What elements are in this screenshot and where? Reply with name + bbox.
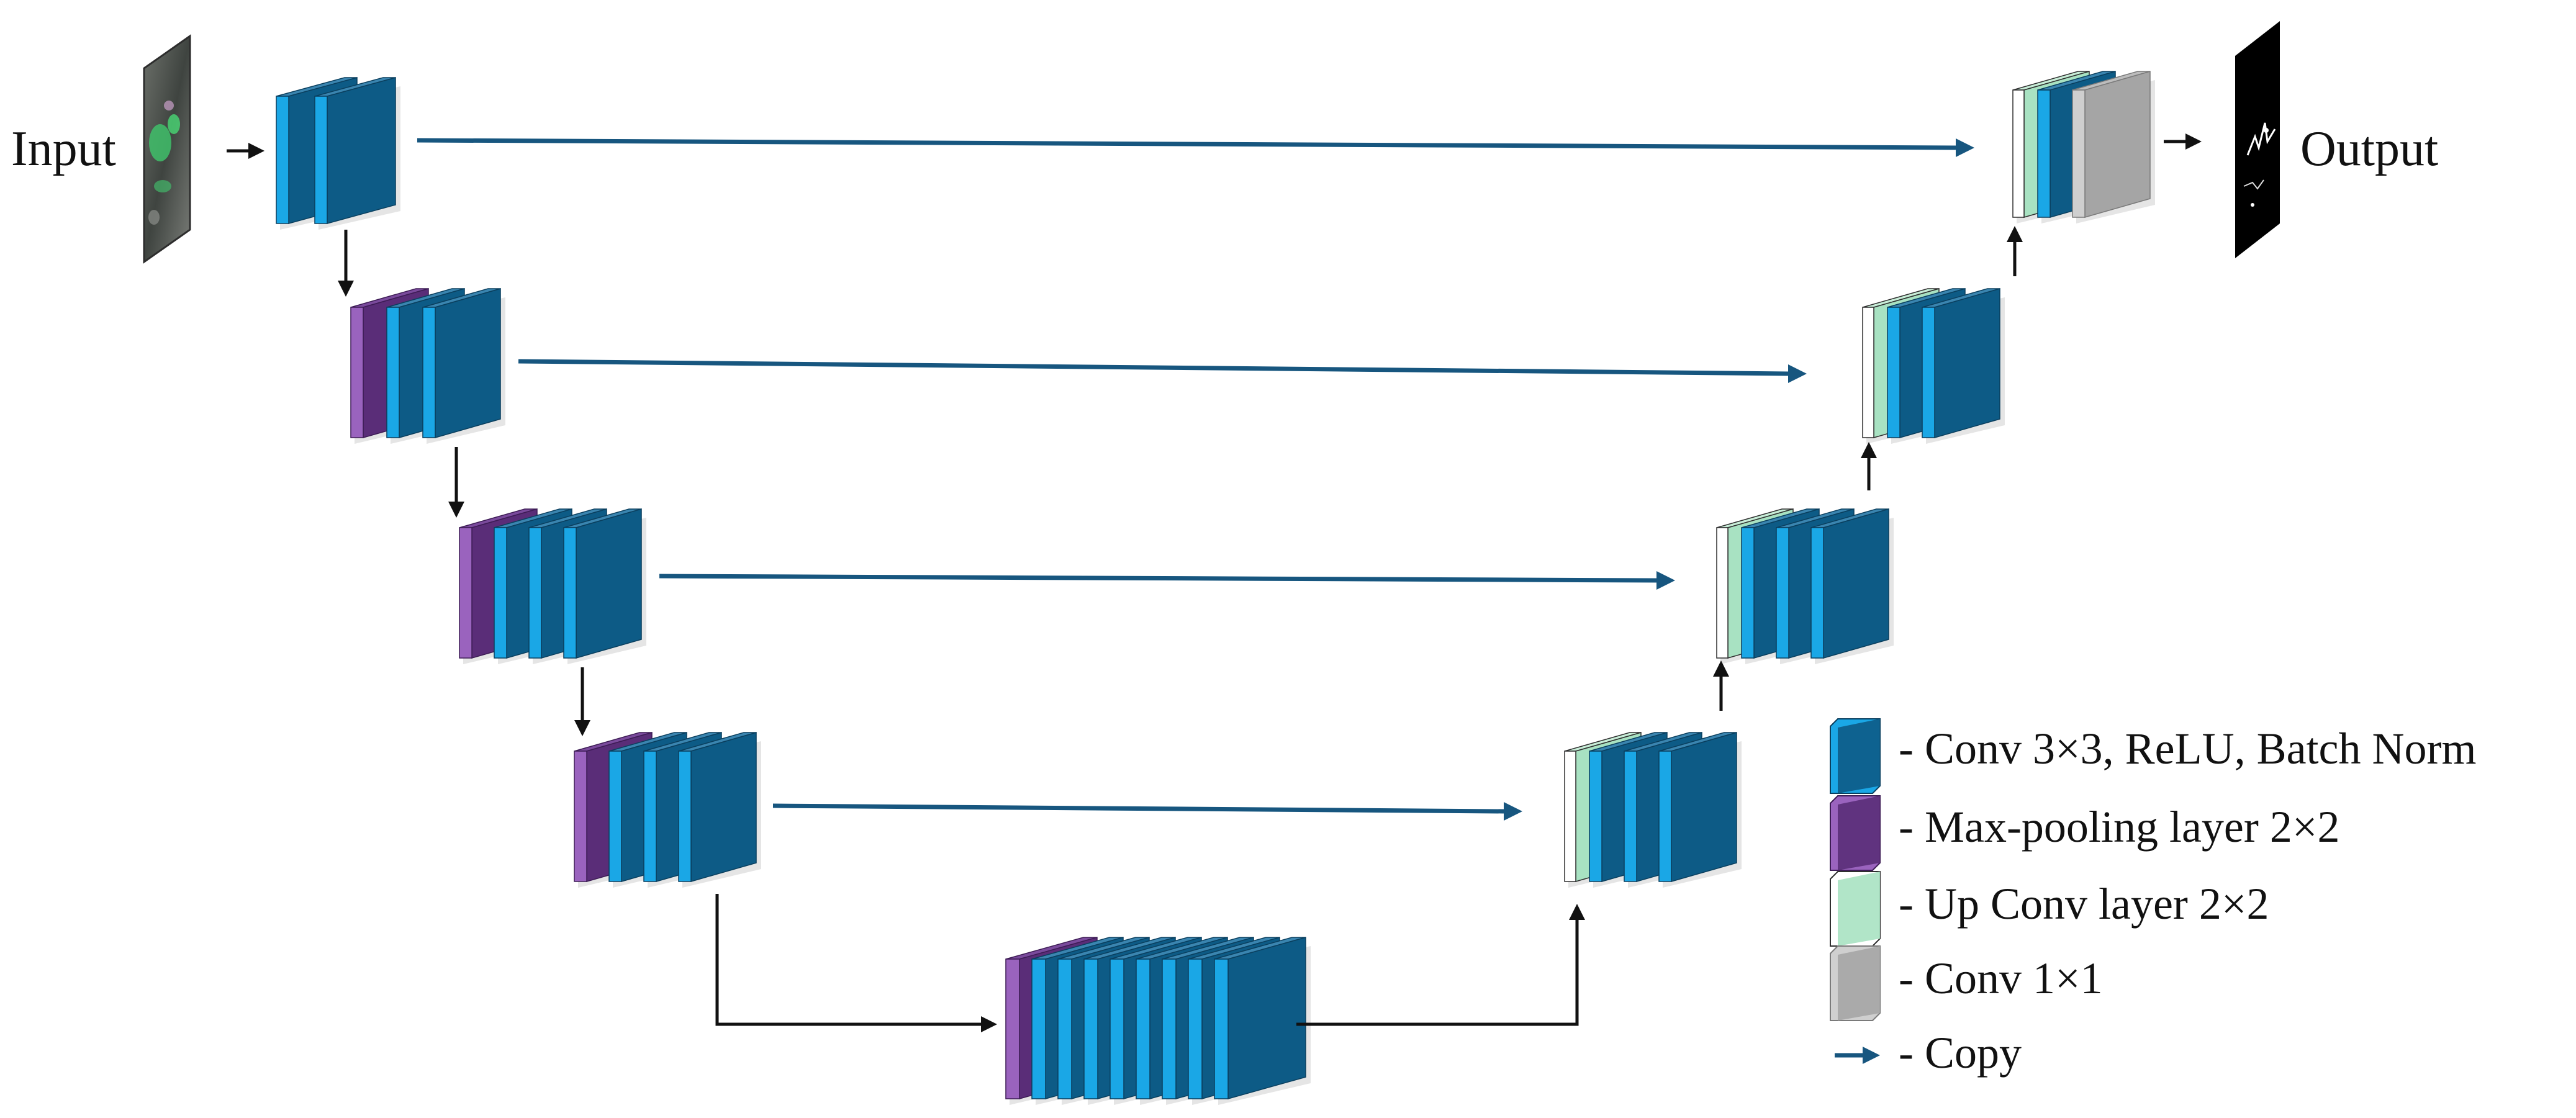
down-arrow-1-head xyxy=(338,281,354,297)
legend-conv3-label: - Conv 3×3, ReLU, Batch Norm xyxy=(1899,724,2477,773)
decoder-block-4-slab-4 xyxy=(1658,732,1742,888)
decoder-block-1-slab-3 xyxy=(2072,71,2155,223)
up-arrow-1-head xyxy=(2007,226,2023,242)
legend-maxpool-swatch xyxy=(1830,795,1881,871)
legend-conv1-label: - Conv 1×1 xyxy=(1899,953,2103,1003)
encoder-block-3 xyxy=(459,508,646,664)
block-to-output-arrow-head xyxy=(2185,133,2202,150)
bottleneck-block xyxy=(1005,937,1311,1105)
decoder-block-3 xyxy=(1716,508,1894,664)
input-image xyxy=(143,34,191,264)
to-bottleneck-arrow-head xyxy=(981,1016,997,1032)
to-bottleneck-arrow xyxy=(715,894,981,1026)
copy-arrow-3 xyxy=(659,574,1657,583)
down-arrow-3-head xyxy=(574,720,590,736)
legend-copy-arrow-head xyxy=(1863,1047,1880,1064)
decoder-block-2 xyxy=(1862,288,2005,444)
decoder-block-4 xyxy=(1564,732,1742,888)
copy-arrow-4-head xyxy=(1504,802,1522,821)
legend-upconv-swatch xyxy=(1830,871,1881,947)
copy-arrow-3-head xyxy=(1656,571,1675,590)
connection-arrows xyxy=(227,133,2202,1032)
decoder-block-3-slab-4 xyxy=(1810,508,1894,664)
encoder-block-4-slab-4 xyxy=(678,732,761,888)
legend-swatches xyxy=(1830,718,1881,1064)
encoder-block-3-slab-4 xyxy=(563,508,646,664)
input-label: Input xyxy=(11,122,116,176)
copy-arrow-1 xyxy=(417,138,1956,150)
legend-maxpool-label: - Max-pooling layer 2×2 xyxy=(1899,802,2340,852)
up-arrow-2-head xyxy=(1861,442,1877,458)
encoder-block-1-slab-2 xyxy=(314,77,400,230)
legend-copy-label: - Copy xyxy=(1899,1028,2022,1078)
bottleneck-block-slab-9 xyxy=(1214,937,1311,1105)
down-arrow-2-head xyxy=(448,502,464,518)
copy-arrow-2-head xyxy=(1788,364,1807,383)
copy-arrow-2 xyxy=(518,359,1789,376)
encoder-block-4 xyxy=(574,732,761,888)
encoder-block-2-slab-3 xyxy=(422,288,505,444)
from-bottleneck-arrow-head xyxy=(1569,904,1585,920)
copy-arrow-1-head xyxy=(1956,138,1974,157)
legend-conv1-swatch xyxy=(1830,945,1881,1021)
output-image xyxy=(2235,21,2280,258)
layer-blocks xyxy=(276,71,2155,1105)
up-arrow-3-head xyxy=(1713,660,1729,677)
encoder-block-1 xyxy=(276,77,400,230)
output-label: Output xyxy=(2300,122,2439,176)
from-bottleneck-arrow xyxy=(1296,920,1579,1026)
decoder-block-2-slab-3 xyxy=(1922,288,2005,444)
copy-arrow-4 xyxy=(772,803,1504,814)
legend-conv3-swatch xyxy=(1830,718,1881,794)
encoder-block-2 xyxy=(350,288,505,444)
decoder-block-1 xyxy=(2012,71,2155,223)
legend-upconv-label: - Up Conv layer 2×2 xyxy=(1899,879,2269,929)
input-to-block-arrow-head xyxy=(248,143,264,159)
